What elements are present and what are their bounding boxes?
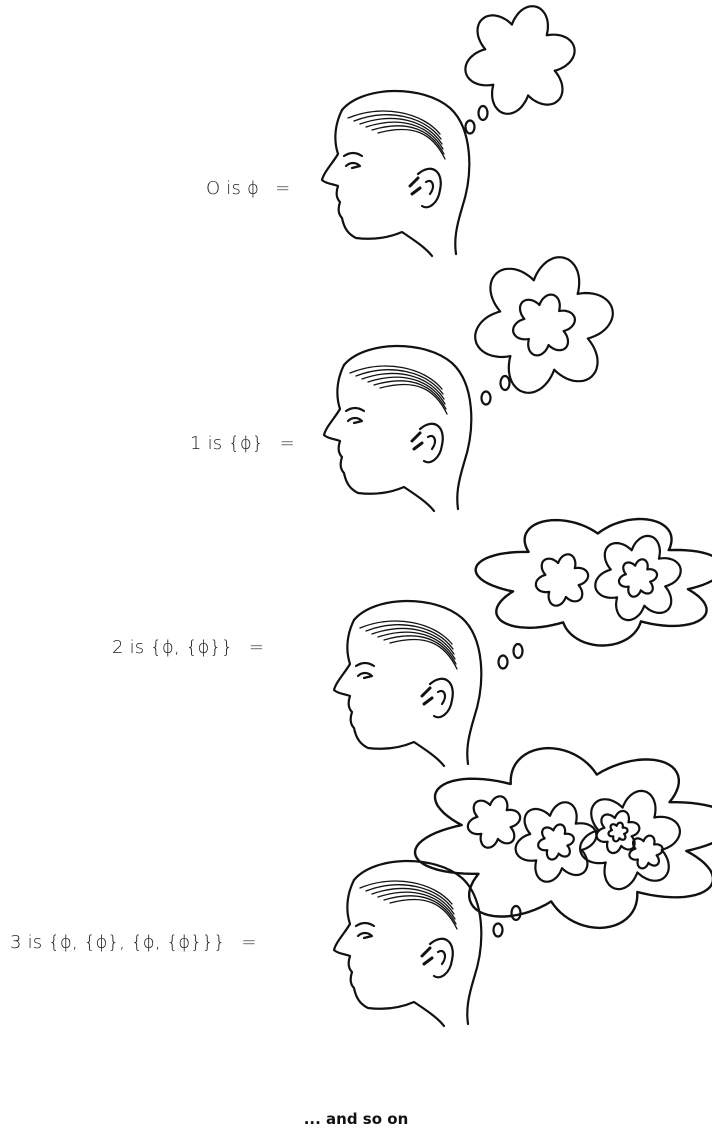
head-profile-icon-three [332,859,483,1028]
face-outline [332,878,446,1028]
equals-sign-two: = [248,637,265,658]
hair-stroke [365,884,454,910]
hair-stroke [349,365,443,390]
hair-stroke [389,898,458,930]
row-label-two: 2 is {ϕ, {ϕ}} = [112,637,264,658]
eye [344,161,362,170]
flower-singleton-inner [617,558,659,598]
equals-sign-three: = [241,932,257,953]
bubble-small [492,922,504,938]
hair-stroke [371,627,455,655]
caption-and-so-on: ... and so on [303,1110,409,1128]
row-label-three: 3 is {ϕ, {ϕ}, {ϕ, {ϕ}}} = [10,932,257,953]
eyebrow [354,921,376,928]
hair-stroke [377,891,456,920]
equals-sign-zero: = [275,178,291,199]
eyebrow [344,406,366,413]
hair-stroke [379,383,448,415]
hair-stroke [355,369,444,395]
ear [418,422,444,464]
hair-stroke [389,638,458,670]
hair-stroke [383,635,457,665]
thought-dots-one [480,374,511,406]
expression-one: 1 is {ϕ} [190,433,264,454]
hair-stroke [347,110,441,135]
flower-singleton-outer [594,534,682,622]
flower-empty-set [534,553,590,607]
head-profile-icon-two [332,599,483,768]
hair-stroke [377,631,456,660]
face-outline [322,363,436,513]
hair-stroke [359,117,443,145]
flower-set-c-inner-core [607,821,629,843]
thought-cloud-two [474,517,712,647]
eyebrow [342,151,364,158]
thought-dots-three [492,904,522,938]
eyebrow [354,661,376,668]
ear [416,167,442,209]
bubble-large [510,904,522,922]
head-profile-icon-zero [320,89,471,258]
hair-stroke [353,114,442,140]
face-outline [320,108,434,258]
flower-set-b-outer [514,801,598,883]
thought-dots-two [497,642,524,670]
thought-cloud-one-inner [512,293,576,357]
bubble-large [477,104,489,122]
thought-cloud-empty [464,5,576,115]
hair-stroke [383,895,457,925]
bubble-small [464,119,476,135]
skull-outline [342,344,473,511]
equals-sign-one: = [279,433,295,454]
eye [356,671,374,680]
expression-two: 2 is {ϕ, {ϕ}} [112,637,233,658]
hair-stroke [359,880,453,905]
bubble-large [499,374,511,392]
thought-cloud-three [413,746,712,930]
skull-outline [352,859,483,1026]
flower-set-c-inner-a [595,809,641,855]
flower-set-icon-two [534,534,682,622]
bubble-small [497,654,509,670]
bubble-large [512,642,524,660]
row-label-one: 1 is {ϕ} = [190,433,295,454]
flower-set-icon-three [466,789,681,891]
hair-stroke [371,887,455,915]
flower-set-a [466,795,522,849]
hair-stroke [367,376,446,405]
skull-outline [352,599,483,766]
expression-zero: O is ϕ [206,178,260,199]
hair-stroke [371,125,445,155]
ear [428,677,454,719]
head-profile-icon-one [322,344,473,513]
hair-stroke [365,121,444,150]
thought-cloud-one-outer [474,256,614,394]
ear [428,937,454,979]
ear-shadow [420,946,434,966]
ear-shadow [410,431,424,451]
hair-stroke [359,620,453,645]
expression-three: 3 is {ϕ, {ϕ}, {ϕ, {ϕ}}} [10,932,226,953]
flower-set-c-inner-b [628,834,664,870]
row-label-zero: O is ϕ = [206,178,290,199]
hair-stroke [365,624,454,650]
skull-outline [340,89,471,256]
hair-stroke [361,372,445,400]
ear-shadow [420,686,434,706]
face-outline [332,618,446,768]
flower-set-b-inner [537,823,575,861]
hair-stroke [377,128,446,160]
eye [346,416,364,425]
ear-shadow [408,176,422,196]
thought-dots-zero [464,104,489,135]
bubble-small [480,390,492,406]
hair-stroke [373,380,447,410]
eye [356,931,374,940]
